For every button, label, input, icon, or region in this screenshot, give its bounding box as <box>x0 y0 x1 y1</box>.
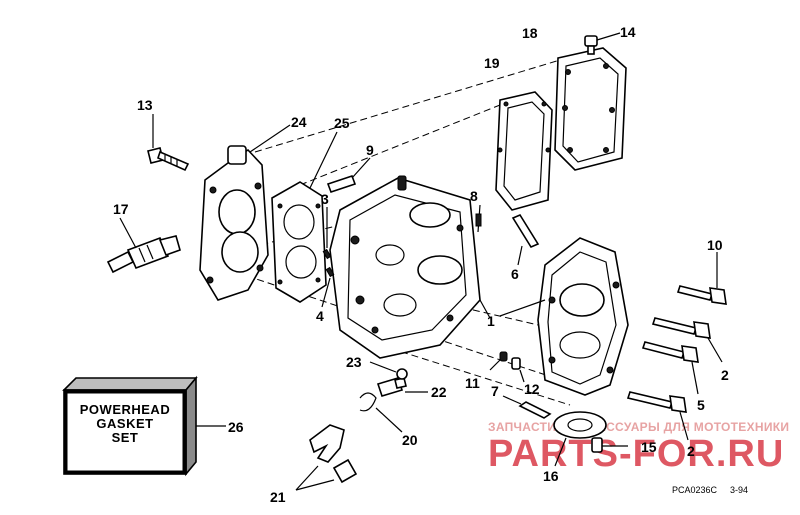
callout-17: 17 <box>113 201 129 217</box>
callout-3: 3 <box>321 191 329 207</box>
callout-12: 12 <box>524 381 540 397</box>
callout-16: 16 <box>543 468 559 484</box>
callout-4: 4 <box>316 308 324 324</box>
callout-14: 14 <box>620 24 636 40</box>
callout-26: 26 <box>228 419 244 435</box>
kit-box-line2: GASKET <box>96 416 153 431</box>
callout-5: 5 <box>697 397 705 413</box>
callout-1: 1 <box>487 313 495 329</box>
callout-22: 22 <box>431 384 447 400</box>
part-6-dowel <box>511 213 540 266</box>
callout-18: 18 <box>522 25 538 41</box>
callout-23: 23 <box>346 354 362 370</box>
callout-15: 15 <box>641 439 657 455</box>
part-26-gasket-kit-box: POWERHEAD GASKET SET <box>62 375 226 477</box>
callout-9: 9 <box>366 142 374 158</box>
part-16-seal <box>553 411 607 467</box>
part-14-screw <box>584 32 621 55</box>
callout-20: 20 <box>402 432 418 448</box>
callout-19: 19 <box>484 55 500 71</box>
part-2-bolt-upper <box>651 317 723 363</box>
callout-8: 8 <box>470 188 478 204</box>
part-7-pin <box>502 395 552 419</box>
kit-box-line1: POWERHEAD <box>80 402 170 417</box>
figure-date: 3-94 <box>730 485 748 495</box>
part-11-12-plugs <box>489 351 525 383</box>
callout-25: 25 <box>334 115 350 131</box>
callout-2-lower: 2 <box>687 443 695 459</box>
callout-7: 7 <box>491 383 499 399</box>
kit-box-line3: SET <box>112 430 139 445</box>
watermark-tagline: ЗАПЧАСТИ И АКСЕССУАРЫ ДЛЯ МОТОТЕХНИКИ <box>488 420 789 434</box>
figure-code: PCA0236C <box>672 485 718 495</box>
callout-6: 6 <box>511 266 519 282</box>
callout-11: 11 <box>465 375 480 391</box>
part-23-washer <box>369 361 408 380</box>
part-19-gasket <box>495 91 553 211</box>
callout-24: 24 <box>291 114 307 130</box>
callout-labels: 13 17 24 25 9 3 4 8 18 14 19 6 10 1 2 5 … <box>113 24 729 505</box>
callout-13: 13 <box>137 97 153 113</box>
part-18-cover <box>554 47 627 171</box>
part-20-clamp <box>359 392 403 433</box>
part-22-fitting <box>376 377 428 397</box>
callout-21: 21 <box>270 489 286 505</box>
part-21-hoses <box>295 424 358 491</box>
part-2-bolt-lower <box>626 391 689 441</box>
figure-footer: PCA0236C 3-94 <box>672 485 748 495</box>
part-9-dowel-pin <box>326 157 371 194</box>
part-1-crankcase <box>499 237 629 396</box>
part-3-4-pins <box>321 207 335 308</box>
part-8-pin <box>475 204 482 233</box>
part-15-screw <box>591 437 628 453</box>
watermark-site: PARTS-FOR.RU <box>488 433 784 475</box>
watermark: ЗАПЧАСТИ И АКСЕССУАРЫ ДЛЯ МОТОТЕХНИКИ PA… <box>488 420 789 475</box>
callout-2-upper: 2 <box>721 367 729 383</box>
callout-10: 10 <box>707 237 723 253</box>
part-25-head-gasket <box>271 131 338 303</box>
part-5-bolt <box>641 341 699 395</box>
part-13-bolt <box>147 114 190 172</box>
part-1-cylinder-block <box>329 175 491 359</box>
part-17-spark-plug <box>106 217 181 274</box>
part-24-cylinder-head <box>199 124 291 301</box>
part-10-bolt <box>676 252 727 305</box>
